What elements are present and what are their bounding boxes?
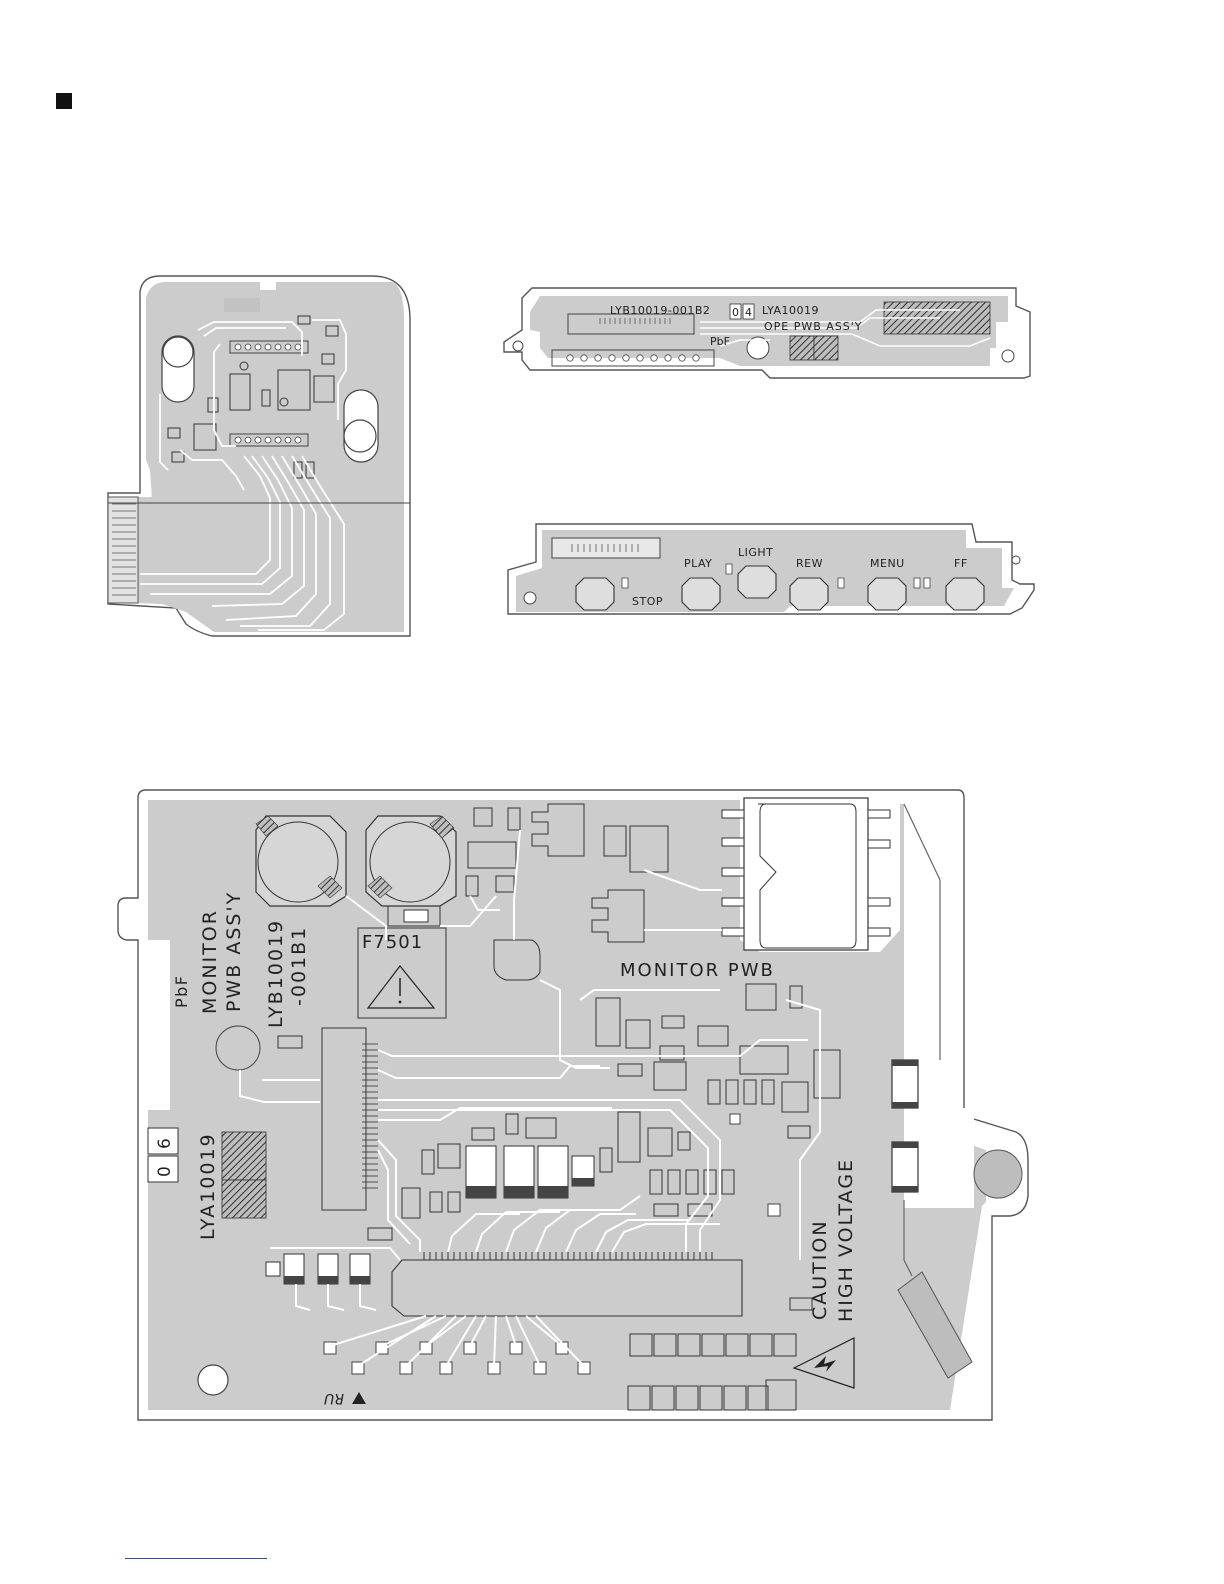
section-marker-icon <box>56 93 72 109</box>
ope-rev-digit-1: 0 <box>732 306 739 319</box>
ope-pwb-board: LYB10019-001B2 0 4 LYA10019 OPE PWB ASS'… <box>504 288 1030 378</box>
ope-pbf-mark: PbF <box>710 335 730 348</box>
light-button-label: LIGHT <box>738 546 773 559</box>
caution-line2: HIGH VOLTAGE <box>835 1158 857 1322</box>
svg-text:RU: RU <box>324 1390 344 1406</box>
bottom-rule <box>125 1558 267 1559</box>
monitor-pwb-label: MONITOR PWB <box>620 960 775 981</box>
monitor-assy-name-line2: PWB ASS'Y <box>223 891 245 1012</box>
stop-button-label: STOP <box>632 595 663 608</box>
ope-assy-name: OPE PWB ASS'Y <box>764 320 863 333</box>
fuse-label: F7501 <box>362 932 423 953</box>
menu-button-label: MENU <box>870 557 905 570</box>
rew-button-label: REW <box>796 557 823 570</box>
play-button-label: PLAY <box>684 557 712 570</box>
ope-part-number: LYB10019-001B2 <box>610 304 710 317</box>
ope-rev-digit-2: 4 <box>745 306 752 319</box>
monitor-pwb-board: RU PbF MONITOR PWB ASS'Y LYB10019 -001B1… <box>118 790 1028 1420</box>
ff-button-label: FF <box>954 557 968 570</box>
ope-assy-number: LYA10019 <box>762 304 819 317</box>
monitor-assy-name-line1: MONITOR <box>199 909 221 1014</box>
monitor-assy-number: LYA10019 <box>197 1132 219 1240</box>
monitor-part-number-line1: LYB10019 <box>265 919 287 1028</box>
switch-board: STOP PLAY LIGHT REW MENU FF <box>508 524 1034 614</box>
monitor-pbf-mark: PbF <box>172 974 191 1008</box>
top-left-board <box>108 276 410 636</box>
monitor-rev-digit-2: 6 <box>155 1138 175 1149</box>
monitor-rev-digit-1: 0 <box>155 1166 175 1177</box>
caution-line1: CAUTION <box>809 1219 831 1320</box>
monitor-part-number-line2: -001B1 <box>288 926 310 1006</box>
